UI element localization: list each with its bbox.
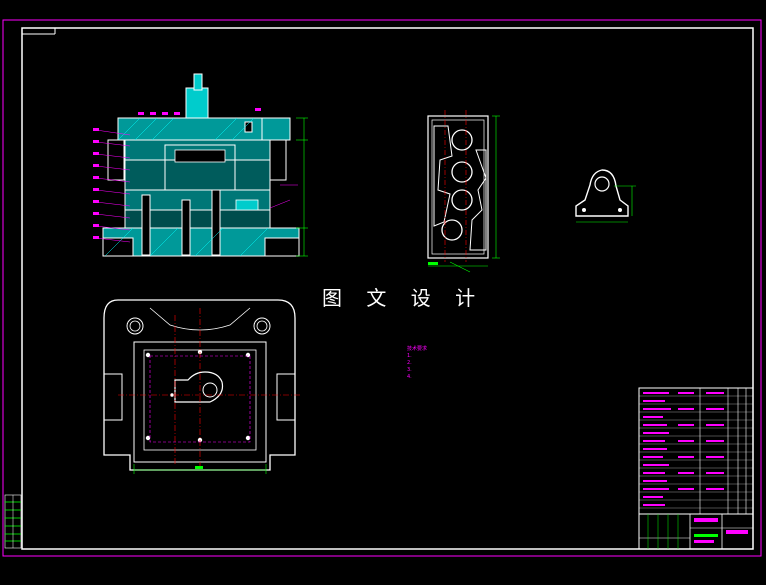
front-section-view	[93, 73, 308, 257]
title-block	[638, 387, 754, 550]
note-item-2: 2.	[407, 360, 412, 366]
plan-view	[103, 299, 300, 474]
left-margin-strip	[4, 494, 22, 549]
drawing-frame	[21, 27, 754, 550]
technical-requirements-notes: 技术要求 1. 2. 3. 4.	[407, 346, 427, 381]
note-item-1: 1.	[407, 353, 412, 359]
notes-heading: 技术要求	[407, 346, 428, 352]
note-item-4: 4.	[407, 374, 412, 380]
part-detail-view	[575, 169, 636, 223]
side-view	[427, 110, 500, 273]
note-item-3: 3.	[407, 367, 412, 373]
drawing-title-text: 图 文 设 计	[322, 286, 485, 310]
sheet-outer-border	[2, 19, 762, 557]
